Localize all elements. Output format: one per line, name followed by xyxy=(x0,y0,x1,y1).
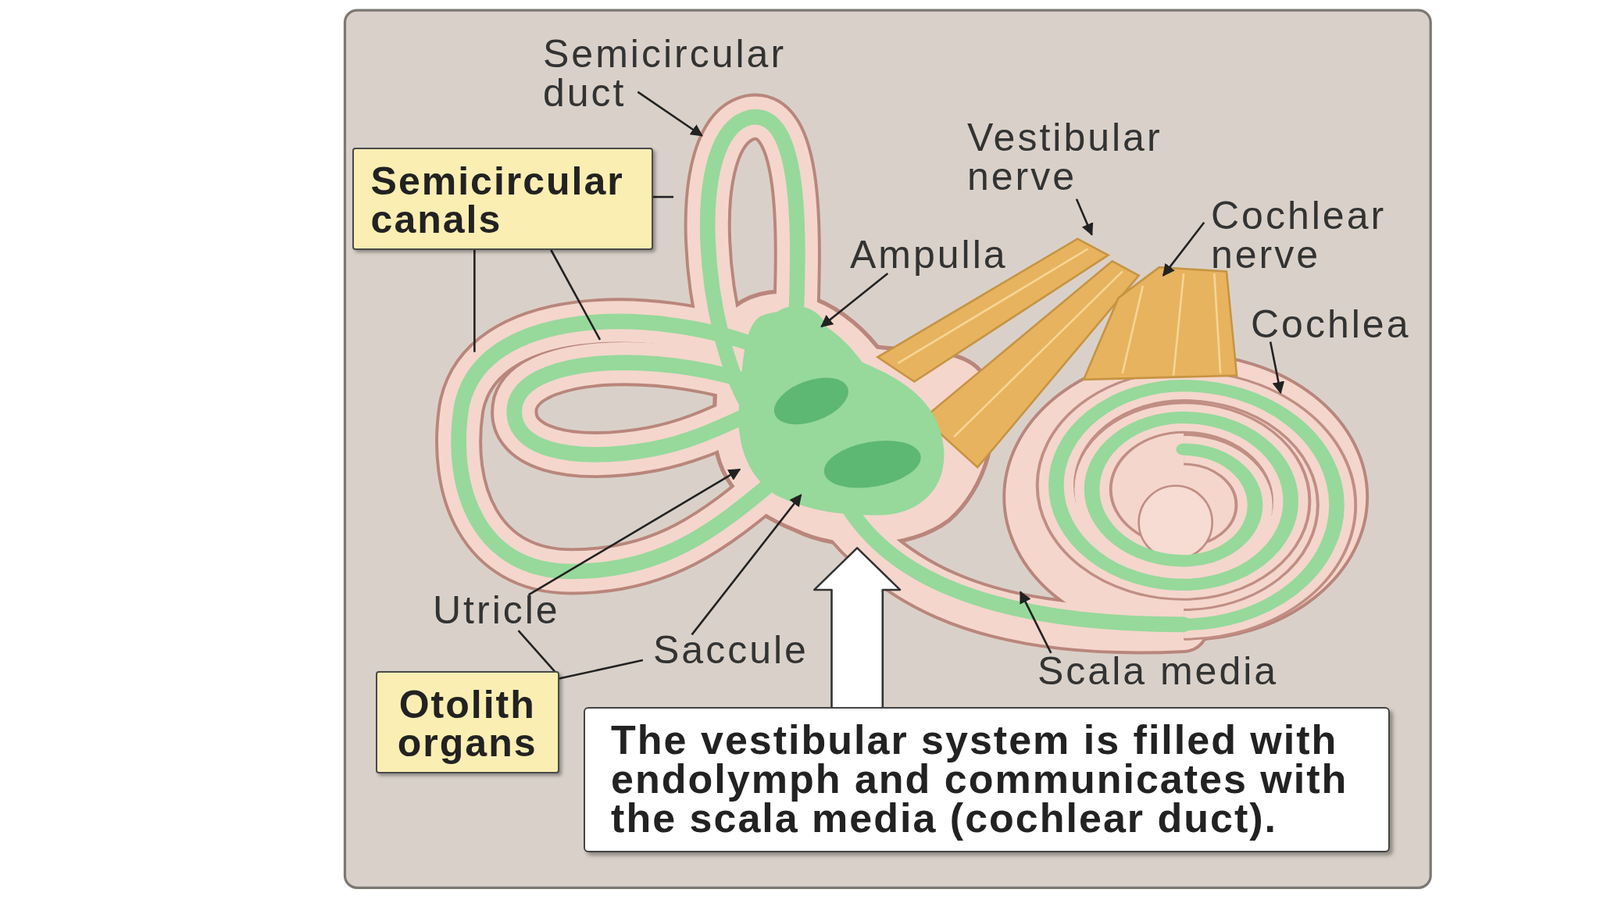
part-label: Utricle xyxy=(432,590,561,630)
leader-line xyxy=(1163,222,1204,276)
cochlear-nerve-shape xyxy=(1083,267,1237,380)
part-label: Vestibular nerve xyxy=(967,117,1202,197)
cochlea-duct xyxy=(1056,385,1337,625)
leader-line xyxy=(1270,342,1281,393)
canal-outline xyxy=(514,362,765,455)
semicircular-duct xyxy=(514,362,765,455)
part-label: Saccule xyxy=(653,630,809,670)
callout-arrow xyxy=(814,547,900,709)
utricle-macula xyxy=(767,368,855,434)
ampulla-shape xyxy=(763,306,829,368)
bracket-line xyxy=(653,196,674,199)
spiral-bony xyxy=(1056,385,1337,625)
part-label: Cochlea xyxy=(1250,304,1411,344)
bracket-line xyxy=(518,630,560,677)
part-label: Scala media xyxy=(1037,651,1279,691)
cochlea-bony xyxy=(1003,353,1368,640)
scala-media-duct xyxy=(846,505,1184,625)
label-box: Otolith organs xyxy=(375,671,560,774)
canal-bony xyxy=(514,362,765,455)
bracket-line xyxy=(559,660,643,679)
saccule-macula xyxy=(820,433,925,495)
cochlea-spiral xyxy=(1056,385,1337,625)
spiral-outline xyxy=(1056,385,1337,625)
semicircular-duct xyxy=(458,321,776,572)
bracket-line xyxy=(473,250,476,353)
spiral-duct xyxy=(1056,385,1337,625)
label-box: Semicircular canals xyxy=(352,147,654,250)
box-label: Otolith organs xyxy=(380,685,555,763)
leader-line xyxy=(1076,199,1093,236)
part-label: Semicircular duct xyxy=(542,34,809,113)
callout-text: The vestibular system is filled with end… xyxy=(610,720,1389,838)
leader-line xyxy=(692,494,802,635)
bracket-line xyxy=(550,250,600,340)
nerve-fibres xyxy=(897,249,1221,437)
part-label: Ampulla xyxy=(850,235,1008,275)
panel-background xyxy=(344,10,1431,888)
part-label: Cochlear nerve xyxy=(1210,196,1430,275)
leader-line xyxy=(821,273,888,327)
callout-box: The vestibular system is filled with end… xyxy=(583,707,1390,852)
cochlea-apex xyxy=(1139,485,1213,560)
box-label: Semicircular canals xyxy=(371,162,646,240)
leader-line xyxy=(1020,592,1051,654)
leader-line xyxy=(528,469,740,596)
leader-line xyxy=(637,92,702,136)
